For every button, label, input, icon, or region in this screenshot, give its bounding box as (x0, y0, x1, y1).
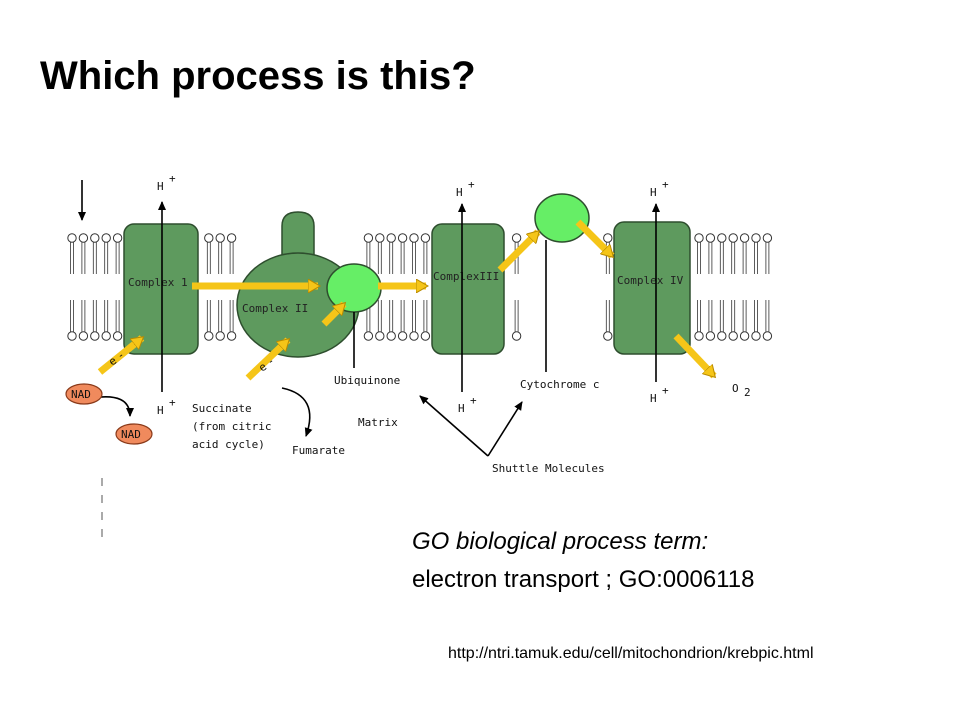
fumarate-label: Fumarate (292, 444, 345, 457)
hplus-label: H (458, 402, 465, 415)
lipid-head (215, 233, 225, 243)
lipid-head (112, 331, 123, 341)
nad-molecule: NAD (115, 423, 153, 445)
lipid-head (386, 331, 396, 341)
cytochrome-c-carrier (534, 193, 590, 243)
lipid-head (694, 331, 704, 341)
lipid-head (762, 233, 773, 243)
lipid-head (751, 331, 761, 341)
succinate-label: Succinate (from citric acid cycle) (192, 402, 271, 451)
lipid-head (375, 233, 385, 243)
proton-flow-arrows (78, 180, 660, 457)
lipid-head (101, 233, 111, 243)
go-term-value: electron transport ; GO:0006118 (412, 566, 755, 593)
lipid-head (78, 331, 89, 341)
cytochrome-c-label: Cytochrome c (520, 378, 599, 391)
hplus-sup: + (169, 396, 176, 409)
lipid-bilayer-membrane (67, 233, 773, 341)
source-link[interactable]: http://ntri.tamuk.edu/cell/mitochondrion… (448, 645, 814, 662)
nad-label: NAD (121, 428, 141, 441)
lipid-head (511, 233, 522, 243)
hplus-label: H (157, 180, 164, 193)
lipid-head (375, 331, 385, 341)
lipid-head (420, 233, 431, 243)
proton-labels: H + H + H + H + H + H + (157, 172, 669, 417)
lipid-head (226, 233, 237, 243)
lipid-head (386, 233, 396, 243)
lipid-head (226, 331, 237, 341)
lipid-head (397, 233, 408, 243)
complex-4-label: Complex IV (617, 274, 684, 287)
lipid-head (67, 233, 77, 243)
lipid-head (363, 233, 374, 243)
oxygen-label: O (732, 382, 739, 395)
lipid-head (762, 331, 773, 341)
lipid-head (204, 331, 214, 341)
lipid-head (90, 233, 100, 243)
ubiquinone-label: Ubiquinone (334, 374, 400, 387)
complex-1-label: Complex 1 (128, 276, 188, 289)
lipid-head (204, 233, 214, 243)
hplus-sup: + (662, 384, 669, 397)
lipid-head (739, 331, 750, 341)
hplus-label: H (650, 186, 657, 199)
hplus-sup: + (470, 394, 477, 407)
lipid-head (739, 233, 750, 243)
lipid-head (397, 331, 408, 341)
hplus-label: H (650, 392, 657, 405)
nad-molecule: NAD (65, 383, 103, 405)
hplus-sup: + (662, 178, 669, 191)
nad-label: NAD (71, 388, 91, 401)
lipid-head (215, 331, 225, 341)
succinate-line: Succinate (192, 402, 252, 415)
lipid-head (694, 233, 704, 243)
succinate-line: acid cycle) (192, 438, 265, 451)
lipid-head (511, 331, 522, 341)
slide-title: Which process is this? (40, 54, 476, 98)
lipid-head (409, 233, 419, 243)
complex-3: ComplexIII (431, 223, 505, 355)
succinate-line: (from citric (192, 420, 271, 433)
lipid-head (717, 331, 727, 341)
lipid-head (603, 331, 613, 341)
lipid-head (409, 331, 419, 341)
go-term-heading: GO biological process term: (412, 528, 709, 555)
lipid-head (728, 331, 738, 341)
lipid-head (717, 233, 727, 243)
lipid-head (603, 233, 613, 243)
hplus-sup: + (468, 178, 475, 191)
lipid-head (101, 331, 111, 341)
hplus-label: H (456, 186, 463, 199)
lipid-head (751, 233, 761, 243)
complex-2-label: Complex II (242, 302, 308, 315)
hplus-label: H (157, 404, 164, 417)
lipid-head (420, 331, 431, 341)
lipid-head (705, 233, 716, 243)
electron-transport-diagram: Complex 1 Complex II ComplexIII Complex … (65, 172, 773, 538)
matrix-label: Matrix (358, 416, 398, 429)
lipid-head (90, 331, 100, 341)
oxygen-subscript: 2 (744, 386, 751, 399)
lipid-head (363, 331, 374, 341)
complex-1: Complex 1 (123, 223, 199, 355)
lipid-head (112, 233, 123, 243)
ubiquinone-carrier (326, 263, 382, 313)
lipid-head (67, 331, 77, 341)
complex-3-label: ComplexIII (433, 270, 499, 283)
lipid-head (78, 233, 89, 243)
lipid-head (728, 233, 738, 243)
lipid-head (705, 331, 716, 341)
shuttle-molecules-label: Shuttle Molecules (492, 462, 605, 475)
electron-flow-arrows (97, 219, 717, 381)
complex-4: Complex IV (613, 221, 691, 355)
hplus-sup: + (169, 172, 176, 185)
